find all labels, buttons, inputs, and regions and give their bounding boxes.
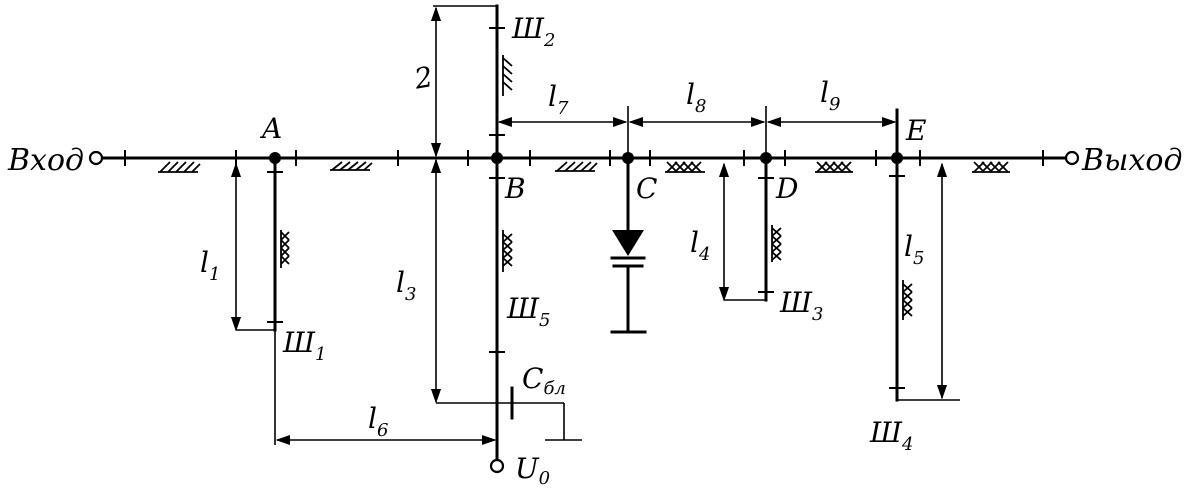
supply-label: U0 <box>515 452 550 489</box>
node-d <box>760 152 772 164</box>
stub-w4-label: Ш4 <box>869 416 913 455</box>
dimension-l7-l8-l9 <box>497 106 897 152</box>
output-terminal <box>1064 150 1080 166</box>
stub-w3 <box>758 156 782 302</box>
stub-w5-label: Ш5 <box>506 292 550 331</box>
dimension-l3 <box>430 158 512 404</box>
node-b-label: B <box>504 172 526 205</box>
dimension-l1 <box>230 162 275 332</box>
stub-w1-label: Ш1 <box>282 326 326 365</box>
dimension-l5-label: l5 <box>904 230 924 269</box>
dimension-l3-label: l3 <box>396 266 416 305</box>
stub-w3-label: Ш3 <box>779 286 823 325</box>
node-c <box>622 152 634 164</box>
supply-terminal <box>489 458 505 474</box>
output-label: Выход <box>1081 143 1182 178</box>
dimension-l4-label: l4 <box>690 226 710 265</box>
input-label: Вход <box>7 143 84 178</box>
dimension-l4 <box>718 162 766 302</box>
stub-w2-w5 <box>489 4 513 462</box>
dimension-l8-label: l8 <box>686 78 706 117</box>
node-a <box>269 152 281 164</box>
diode-branch <box>610 156 647 334</box>
node-d-label: D <box>775 172 798 205</box>
node-e-label: E <box>905 114 926 147</box>
dimension-l2 <box>430 5 497 158</box>
stub-w2-label: Ш2 <box>511 12 555 51</box>
dimension-l7-label: l7 <box>548 80 569 119</box>
capacitor-label: Cбл <box>522 362 566 399</box>
dimension-l6 <box>274 330 497 446</box>
input-terminal <box>88 150 104 166</box>
dimension-l1-label: l1 <box>200 246 220 285</box>
dimension-l9-label: l9 <box>820 76 840 115</box>
node-a-label: A <box>259 112 282 145</box>
node-c-label: C <box>636 172 657 205</box>
node-e <box>891 152 903 164</box>
stub-w1 <box>267 156 290 332</box>
hatched-segments <box>158 161 1010 173</box>
dimension-l2-label: 2 <box>411 60 435 96</box>
main-line <box>101 150 1068 166</box>
dimension-l6-label: l6 <box>368 402 388 441</box>
node-b <box>491 152 503 164</box>
